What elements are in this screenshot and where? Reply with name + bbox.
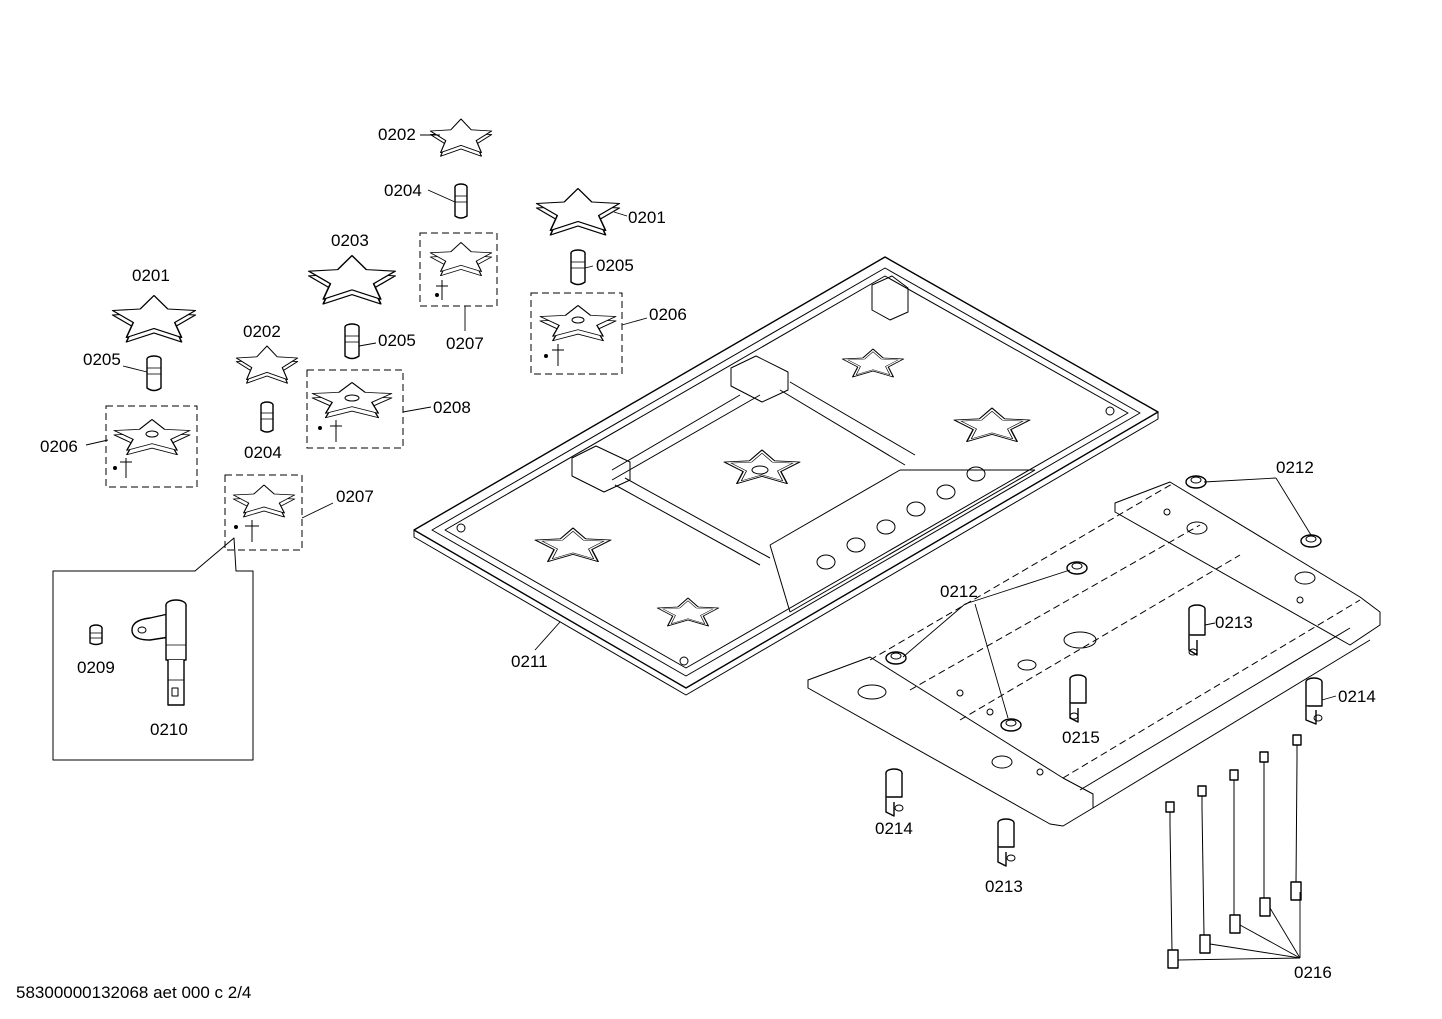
burner-cap-0202-top bbox=[429, 118, 493, 157]
label-0213-lower: 0213 bbox=[985, 877, 1023, 896]
label-0212-right: 0212 bbox=[1276, 458, 1314, 477]
label-0207-lower: 0207 bbox=[336, 487, 374, 506]
ignition-cables-0216 bbox=[1165, 734, 1302, 969]
gas-valve-0214-left bbox=[885, 768, 904, 817]
label-0201-left: 0201 bbox=[132, 266, 170, 285]
drawing-reference-footer: 58300000132068 aet 000 c 2/4 bbox=[16, 983, 251, 1002]
gas-valve-0214-right bbox=[1305, 677, 1323, 725]
label-0215: 0215 bbox=[1062, 728, 1100, 747]
burner-base-0206-left bbox=[105, 405, 198, 488]
gas-valve-0213-lower bbox=[997, 818, 1016, 867]
leader-lines bbox=[85, 134, 1337, 961]
label-0205-mid: 0205 bbox=[378, 331, 416, 350]
hob-top-0211 bbox=[413, 256, 1159, 696]
burner-cap-0201-right bbox=[535, 187, 621, 236]
frame-chassis bbox=[807, 481, 1381, 827]
label-0202-left: 0202 bbox=[243, 322, 281, 341]
label-0213-upper: 0213 bbox=[1215, 613, 1253, 632]
hob-knob-holes bbox=[816, 466, 986, 570]
label-0206-right: 0206 bbox=[649, 305, 687, 324]
label-0207-upper: 0207 bbox=[446, 334, 484, 353]
gas-valve-0213-upper bbox=[1188, 604, 1206, 656]
label-0205-right: 0205 bbox=[596, 256, 634, 275]
sleeve-0205-mid bbox=[344, 323, 360, 360]
label-0201-right: 0201 bbox=[628, 208, 666, 227]
label-0204-left: 0204 bbox=[244, 443, 282, 462]
gas-valve-0215 bbox=[1069, 674, 1087, 723]
label-0211: 0211 bbox=[511, 652, 548, 671]
burner-cap-0201-left bbox=[111, 294, 197, 343]
burner-base-0208 bbox=[306, 369, 404, 449]
label-0203: 0203 bbox=[331, 231, 369, 250]
hob-corner-mounts bbox=[456, 275, 1115, 666]
label-0214-right: 0214 bbox=[1338, 687, 1376, 706]
part-labels: 0201 0205 0206 0202 0204 0207 0203 0205 … bbox=[40, 125, 1376, 982]
sleeve-0204-left bbox=[260, 401, 274, 433]
sleeve-0205-left bbox=[146, 355, 162, 392]
label-0204-top: 0204 bbox=[384, 181, 422, 200]
label-0205-left: 0205 bbox=[83, 350, 121, 369]
thermocouple-0210 bbox=[131, 599, 187, 706]
burner-base-0206-right bbox=[530, 292, 623, 375]
sleeve-0205-right bbox=[570, 249, 586, 286]
label-0214-left: 0214 bbox=[875, 819, 913, 838]
screw-0209 bbox=[89, 624, 103, 646]
detail-inset bbox=[52, 537, 254, 761]
label-0202-top: 0202 bbox=[378, 125, 416, 144]
burner-base-0207-lower bbox=[224, 474, 303, 551]
burner-base-0207-upper bbox=[419, 232, 498, 307]
burner-cap-0203 bbox=[307, 254, 397, 305]
label-0206-left: 0206 bbox=[40, 437, 78, 456]
label-0210: 0210 bbox=[150, 720, 188, 739]
sleeve-0204-top bbox=[454, 183, 468, 219]
label-0216: 0216 bbox=[1294, 963, 1332, 982]
burner-cap-0202-left bbox=[235, 345, 299, 384]
hob-burner-seat-1 bbox=[723, 449, 801, 485]
label-0209: 0209 bbox=[77, 658, 115, 677]
label-0208: 0208 bbox=[433, 398, 471, 417]
label-0212-left: 0212 bbox=[940, 582, 978, 601]
